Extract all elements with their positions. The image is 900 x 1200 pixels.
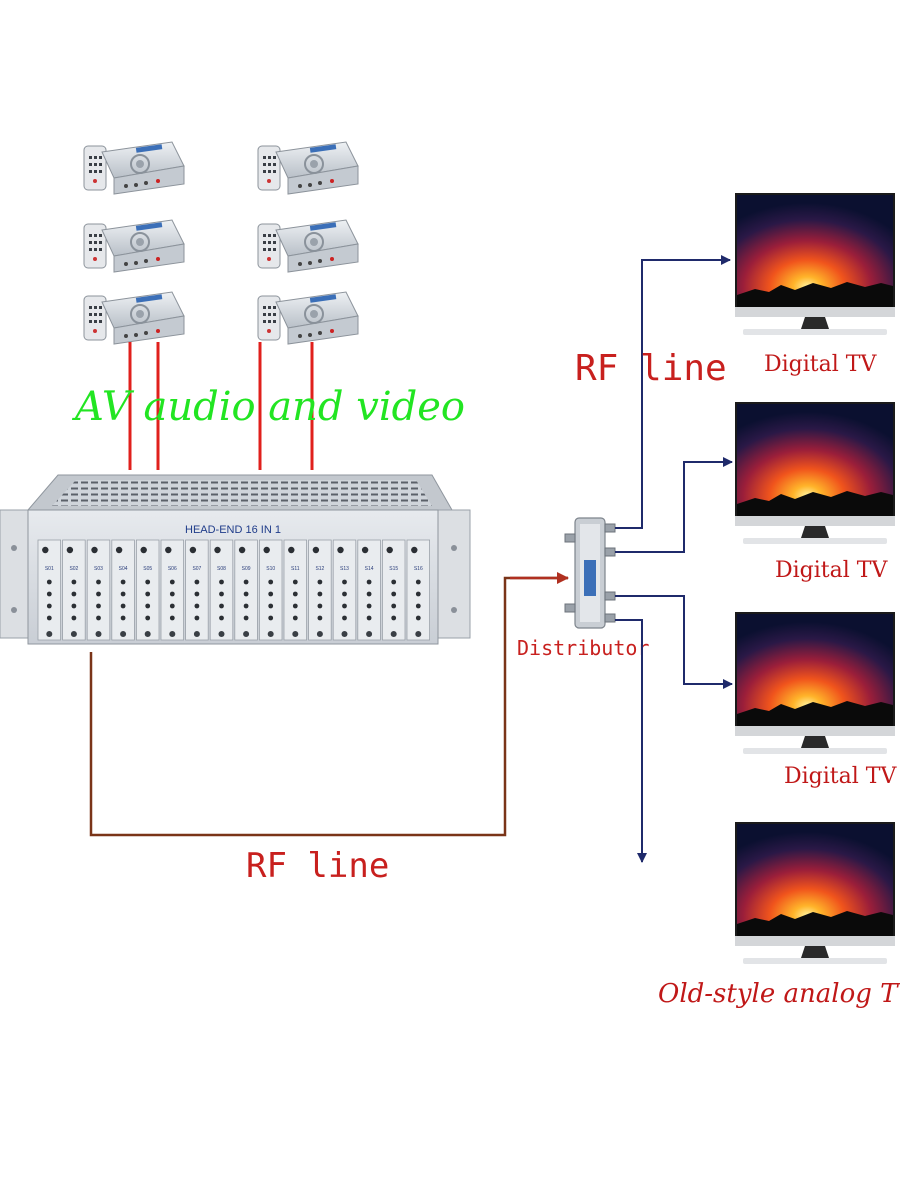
module-label: S04 (119, 566, 128, 572)
module-label: S02 (69, 566, 78, 572)
arrow-to-tv1 (615, 255, 731, 529)
set-top-box-icon (257, 291, 359, 345)
headend-module: S10 (258, 539, 283, 641)
rack-ear-right (435, 509, 471, 639)
module-label: S07 (192, 566, 201, 572)
headend-module: S04 (111, 539, 135, 641)
module-label: S08 (217, 566, 226, 572)
arrow-to-tv2 (615, 457, 733, 553)
headend-module: S13 (332, 539, 357, 641)
module-label: S10 (266, 566, 275, 572)
output-arrows (615, 255, 733, 863)
splitter-icon (564, 517, 616, 629)
arrow-to-tv4 (615, 619, 647, 863)
module-label: S11 (291, 566, 300, 572)
module-label: S03 (94, 566, 103, 572)
set-top-box-icon (257, 141, 359, 195)
rack-ear-left (0, 509, 31, 639)
tv-icon (735, 193, 895, 335)
module-label: S15 (389, 566, 398, 572)
headend-module: S01 (37, 539, 62, 641)
headend-module: S15 (381, 539, 406, 641)
tv2-label: Digital TV (775, 558, 888, 583)
headend-module: S12 (308, 539, 332, 641)
headend-module: S14 (357, 539, 381, 641)
tv-icon (735, 822, 895, 964)
tv1-label: Digital TV (764, 352, 877, 377)
tv-icon (735, 612, 895, 754)
headend-module: S05 (135, 539, 160, 641)
set-top-box-group (83, 141, 359, 345)
module-label: S05 (143, 566, 152, 572)
headend-module: S06 (160, 539, 185, 641)
headend-module: S11 (283, 539, 308, 641)
headend-module: S02 (62, 539, 86, 641)
module-label: S06 (168, 566, 177, 572)
headend-title: HEAD-END 16 IN 1 (185, 524, 281, 536)
tv-icon (735, 402, 895, 544)
set-top-box-icon (257, 219, 359, 273)
arrow-to-tv3 (615, 595, 733, 689)
headend-module: S09 (234, 539, 258, 641)
headend-chassis: HEAD-END 16 IN 1 S01 S02 S03 S04 S05 S06 S07 S0… (0, 474, 471, 645)
set-top-box-icon (83, 141, 185, 195)
set-top-box-icon (83, 291, 185, 345)
headend-module: S16 (406, 539, 431, 641)
distributor-label: Distributor (517, 636, 649, 660)
module-label: S01 (45, 566, 54, 572)
tv3-label: Digital TV (784, 764, 897, 789)
module-label: S12 (315, 566, 324, 572)
av-cables (128, 342, 314, 470)
headend-module: S08 (209, 539, 234, 641)
rf-line-label-bottom: RF line (246, 846, 389, 886)
module-label: S14 (365, 566, 374, 572)
set-top-box-icon (83, 219, 185, 273)
module-label: S09 (242, 566, 251, 572)
tv4-label: Old-style analog TV (658, 979, 900, 1009)
av-label: AV audio and video (71, 384, 465, 430)
headend-module: S07 (185, 539, 209, 641)
rf-line-label-top: RF line (575, 348, 727, 389)
module-label: S16 (414, 566, 423, 572)
headend-module: S03 (86, 539, 111, 641)
module-label: S13 (340, 566, 349, 572)
